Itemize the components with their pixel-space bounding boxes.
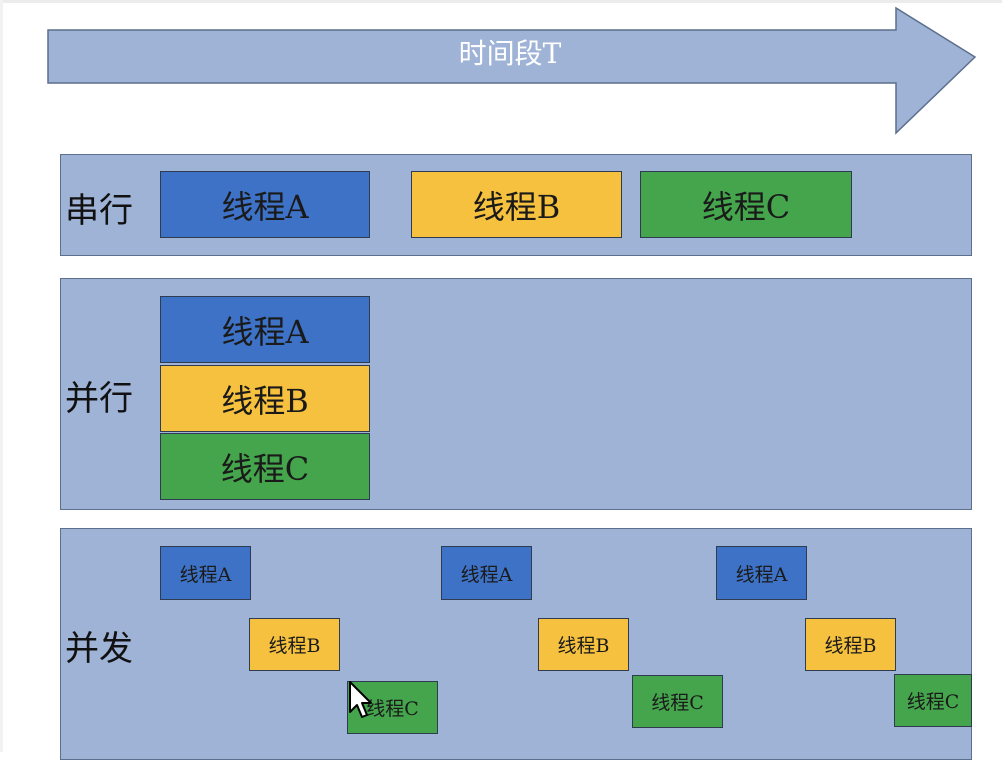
concurrent-thread-b: 线程B <box>249 618 340 671</box>
serial-thread-c: 线程C <box>640 171 852 238</box>
window-top-border <box>0 0 1002 3</box>
concurrent-thread-a: 线程A <box>716 546 807 600</box>
concurrent-thread-a: 线程A <box>441 546 532 600</box>
parallel-thread-c: 线程C <box>160 433 370 500</box>
serial-lane-label: 串行 <box>65 191 133 231</box>
concurrent-lane-label: 并发 <box>65 629 133 669</box>
parallel-lane: 并行 线程A 线程B 线程C <box>60 278 972 510</box>
parallel-thread-b: 线程B <box>160 365 370 432</box>
concurrent-thread-a: 线程A <box>160 546 251 600</box>
concurrent-thread-b: 线程B <box>538 618 629 671</box>
concurrent-thread-c: 线程C <box>894 674 972 727</box>
concurrent-lane: 并发 线程A 线程B 线程C 线程A 线程B 线程C 线程A 线程B 线程C <box>60 528 972 760</box>
parallel-lane-label: 并行 <box>65 379 133 419</box>
concurrent-thread-b: 线程B <box>805 618 896 671</box>
mouse-pointer-icon <box>349 681 372 718</box>
serial-thread-a: 线程A <box>160 171 370 238</box>
window-left-border <box>0 0 3 752</box>
serial-thread-b: 线程B <box>411 171 622 238</box>
serial-lane: 串行 线程A 线程B 线程C <box>60 154 972 256</box>
parallel-thread-a: 线程A <box>160 296 370 363</box>
time-arrow-label: 时间段T <box>458 37 562 70</box>
concurrent-thread-c: 线程C <box>632 675 723 728</box>
time-arrow <box>47 6 977 135</box>
